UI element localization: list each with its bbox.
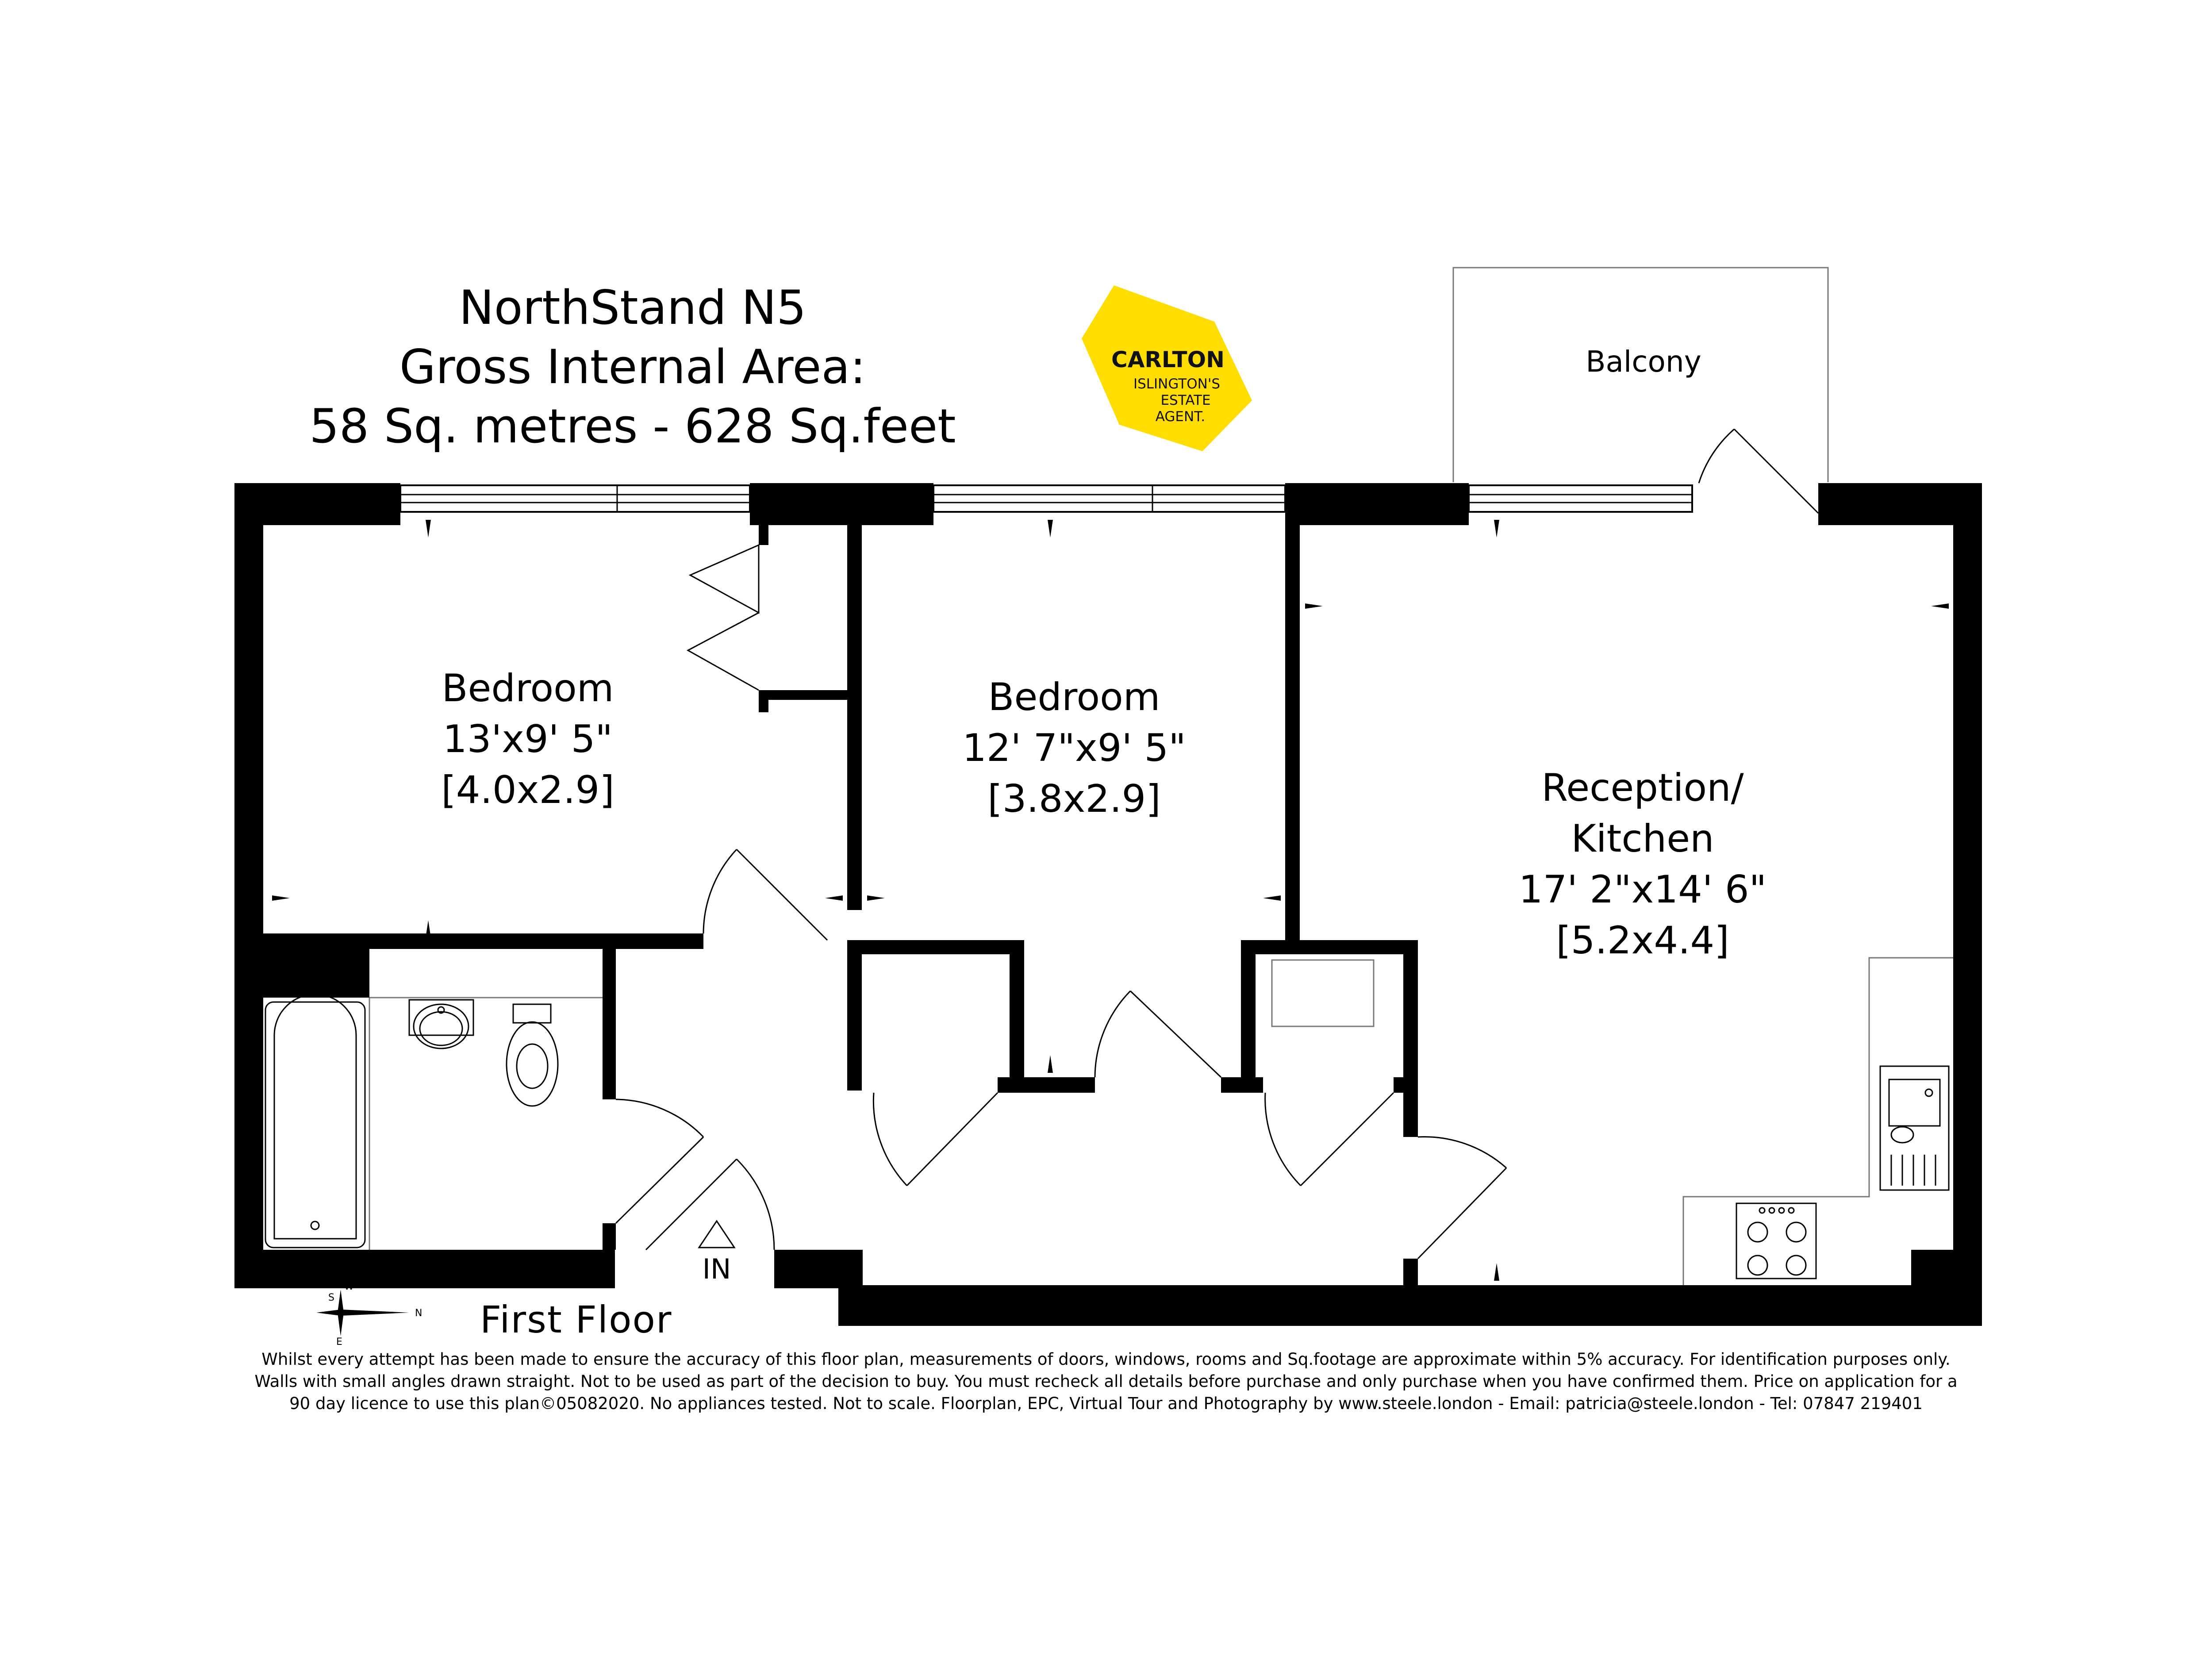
entrance-label: IN	[703, 1253, 731, 1285]
windows	[399, 484, 1693, 513]
kitchen-fixtures	[1682, 957, 1953, 1285]
area-label: Gross Internal Area:	[399, 340, 866, 394]
logo-tagline-3: AGENT.	[1156, 409, 1206, 425]
hob	[1736, 1202, 1817, 1279]
disclaimer-line-1: Whilst every attempt has been made to en…	[261, 1350, 1950, 1369]
room-reception-kitchen: Reception/ Kitchen 17' 2"x14' 6" [5.2x4.…	[1519, 766, 1767, 963]
bedroom-1-imperial: 13'x9' 5"	[443, 717, 613, 761]
reception-door	[1417, 1136, 1507, 1169]
compass-icon: N S E W	[316, 1281, 422, 1348]
carlton-logo: CARLTON ISLINGTON'S ESTATE AGENT.	[1082, 285, 1252, 451]
property-title: NorthStand N5	[459, 280, 806, 335]
balcony: Balcony	[1452, 267, 1829, 482]
disclaimer-line-2: Walls with small angles drawn straight. …	[254, 1372, 1957, 1391]
cupboard-door	[1264, 1092, 1302, 1187]
bedroom-2-metric: [3.8x2.9]	[987, 777, 1161, 821]
window-bedroom-2	[933, 484, 1286, 513]
balcony-label: Balcony	[1586, 345, 1701, 379]
compass-east: E	[336, 1336, 342, 1348]
compass-west: W	[344, 1281, 354, 1292]
reception-metric: [5.2x4.4]	[1556, 918, 1729, 963]
title-block: NorthStand N5 Gross Internal Area: 58 Sq…	[309, 280, 956, 453]
compass-north: N	[415, 1308, 422, 1319]
bedroom-2-imperial: 12' 7"x9' 5"	[962, 726, 1186, 770]
logo-tagline-1: ISLINGTON'S	[1133, 376, 1220, 392]
bedroom-2-door	[1094, 990, 1131, 1078]
bathtub	[265, 1001, 366, 1248]
bathroom-fixtures	[265, 994, 603, 1250]
cupboard-unit	[1271, 959, 1375, 1027]
kitchen-sink	[1879, 1065, 1950, 1191]
entrance-marker: IN	[698, 1220, 736, 1285]
bedroom-2-name: Bedroom	[988, 675, 1160, 719]
bedroom-1-name: Bedroom	[442, 666, 614, 710]
entrance-arrow-icon	[698, 1220, 736, 1248]
reception-imperial: 17' 2"x14' 6"	[1519, 868, 1767, 912]
disclaimer: Whilst every attempt has been made to en…	[254, 1350, 1957, 1413]
logo-tagline-2: ESTATE	[1160, 392, 1210, 408]
disclaimer-line-3: 90 day licence to use this plan©05082020…	[289, 1394, 1923, 1413]
toilet	[512, 1003, 552, 1024]
reception-name-1: Reception/	[1541, 766, 1743, 810]
reception-name-2: Kitchen	[1571, 817, 1714, 861]
window-bedroom-1	[399, 484, 751, 513]
walls	[234, 483, 1982, 1326]
floor-label: First Floor	[480, 1298, 672, 1341]
washbasin	[408, 999, 474, 1036]
compass-south: S	[328, 1292, 334, 1303]
measurement-markers	[272, 520, 1949, 1281]
logo-hexagon	[1082, 285, 1252, 451]
entrance-door	[736, 1158, 775, 1250]
bedroom-1-door	[703, 849, 737, 934]
area-value: 58 Sq. metres - 628 Sq.feet	[309, 399, 956, 453]
doors	[615, 428, 1819, 1260]
logo-name: CARLTON	[1111, 347, 1225, 373]
wardrobe-door	[688, 544, 760, 614]
balcony-door	[1698, 428, 1735, 484]
window-reception	[1468, 484, 1693, 513]
bathroom-door	[615, 1098, 704, 1138]
bedroom-1-metric: [4.0x2.9]	[441, 768, 614, 812]
room-bedroom-1: Bedroom 13'x9' 5" [4.0x2.9]	[441, 666, 614, 812]
room-bedroom-2: Bedroom 12' 7"x9' 5" [3.8x2.9]	[962, 675, 1186, 821]
